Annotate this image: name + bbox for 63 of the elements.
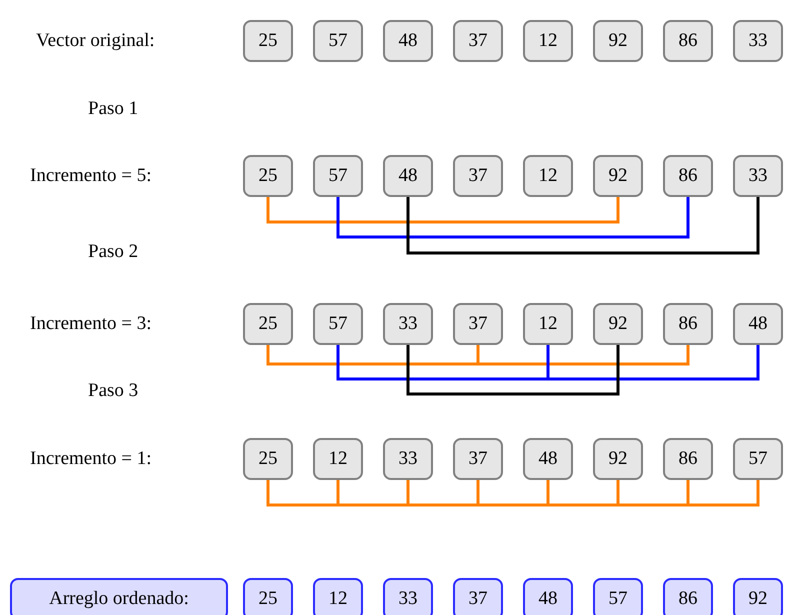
- value-box: 86: [663, 438, 713, 480]
- connector-line: [406, 197, 760, 254]
- connector-line: [266, 197, 620, 224]
- value-box: 25: [243, 155, 293, 197]
- increment-label: Incremento = 5:: [30, 165, 152, 187]
- value-box: 92: [593, 438, 643, 480]
- value-box: 37: [453, 155, 503, 197]
- value-box: 48: [383, 155, 433, 197]
- value-box: 33: [383, 438, 433, 480]
- sorted-value-box: 86: [663, 578, 713, 615]
- connector-line: [406, 345, 620, 396]
- value-box: 25: [243, 20, 293, 62]
- connector-line: [546, 480, 620, 506]
- value-box: 33: [733, 155, 783, 197]
- value-box: 92: [593, 20, 643, 62]
- value-box: 57: [313, 20, 363, 62]
- sorted-value-box: 92: [733, 578, 783, 615]
- sorted-value-box: 57: [593, 578, 643, 615]
- value-box: 86: [663, 303, 713, 345]
- value-box: 37: [453, 303, 503, 345]
- connector-line: [476, 480, 550, 506]
- value-box: 12: [523, 155, 573, 197]
- value-box: 57: [733, 438, 783, 480]
- connector-line: [336, 197, 690, 238]
- step-label: Paso 1: [88, 98, 138, 120]
- connector-line: [336, 345, 550, 380]
- connector-line: [476, 345, 690, 366]
- value-box: 25: [243, 303, 293, 345]
- connector-line: [266, 345, 480, 366]
- value-box: 33: [383, 303, 433, 345]
- step-label: Paso 3: [88, 380, 138, 402]
- value-box: 12: [523, 303, 573, 345]
- value-box: 33: [733, 20, 783, 62]
- value-box: 48: [733, 303, 783, 345]
- sorted-value-box: Arreglo ordenado:: [10, 578, 228, 615]
- increment-label: Incremento = 3:: [30, 313, 152, 335]
- value-box: 37: [453, 20, 503, 62]
- value-box: 48: [523, 438, 573, 480]
- value-box: 25: [243, 438, 293, 480]
- value-box: 12: [313, 438, 363, 480]
- connector-line: [406, 480, 480, 506]
- increment-label: Incremento = 1:: [30, 448, 152, 470]
- value-box: 37: [453, 438, 503, 480]
- connector-line: [546, 345, 760, 380]
- connector-line: [266, 480, 340, 506]
- value-box: 12: [523, 20, 573, 62]
- vector-label: Vector original:: [36, 30, 155, 52]
- connector-line: [336, 480, 410, 506]
- connector-line: [686, 480, 760, 506]
- sorted-value-box: 25: [243, 578, 293, 615]
- sorted-value-box: 12: [313, 578, 363, 615]
- connector-line: [616, 480, 690, 506]
- value-box: 92: [593, 155, 643, 197]
- value-box: 57: [313, 155, 363, 197]
- value-box: 86: [663, 155, 713, 197]
- value-box: 92: [593, 303, 643, 345]
- value-box: 48: [383, 20, 433, 62]
- sorted-value-box: 37: [453, 578, 503, 615]
- step-label: Paso 2: [88, 241, 138, 263]
- sorted-value-box: 33: [383, 578, 433, 615]
- value-box: 86: [663, 20, 713, 62]
- value-box: 57: [313, 303, 363, 345]
- sorted-value-box: 48: [523, 578, 573, 615]
